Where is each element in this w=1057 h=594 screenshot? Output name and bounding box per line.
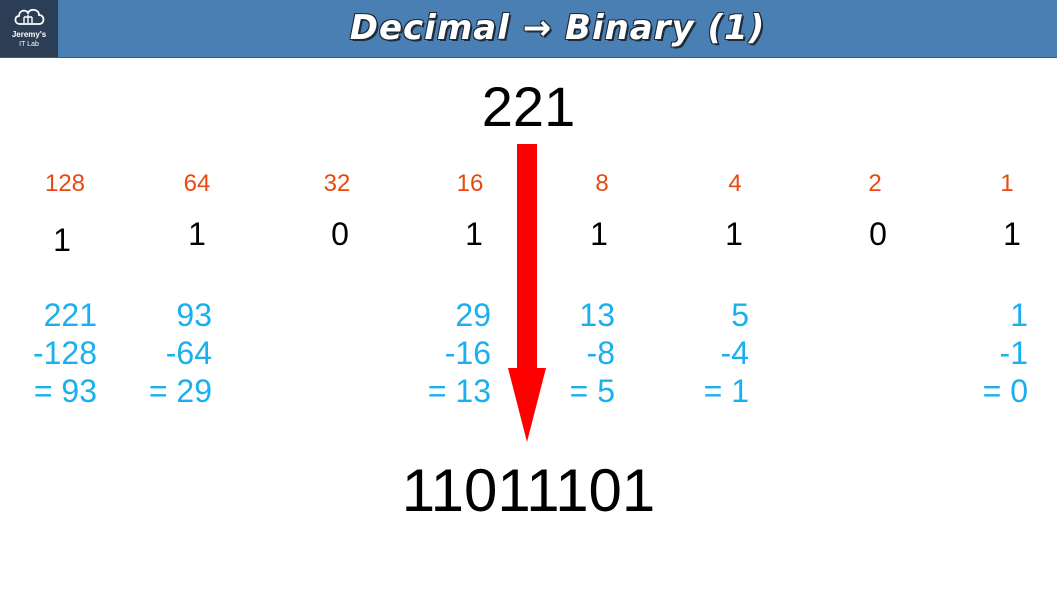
calc-value: 29 — [455, 297, 491, 333]
calc-result: = 5 — [569, 373, 615, 409]
calc-value: 221 — [43, 297, 97, 333]
calc-result: = 0 — [982, 373, 1028, 409]
bit-8: 1 — [590, 216, 608, 252]
place-value-16: 16 — [456, 170, 484, 197]
binary-result: 11011101 — [401, 457, 656, 524]
calc-result: = 13 — [427, 373, 491, 409]
bit-128: 1 — [53, 222, 71, 258]
title-bar: Jeremy's IT Lab Decimal → Binary (1) — [0, 0, 1057, 58]
calc-value: 5 — [731, 297, 749, 333]
calc-subtract: -16 — [444, 335, 491, 371]
place-value-4: 4 — [728, 170, 742, 197]
page-title: Decimal → Binary (1) — [349, 8, 766, 48]
calc-result: = 29 — [148, 373, 212, 409]
decimal-value: 221 — [481, 75, 576, 138]
calc-subtract: -128 — [32, 335, 97, 371]
bit-4: 1 — [725, 216, 743, 252]
calculation-128: 221 -128 = 93 — [0, 296, 97, 410]
calculation-4: 5 -4 = 1 — [629, 296, 749, 410]
calc-subtract: -64 — [165, 335, 212, 371]
calc-value: 1 — [1010, 297, 1028, 333]
logo-line-2: IT Lab — [19, 41, 39, 48]
calculation-1: 1 -1 = 0 — [908, 296, 1028, 410]
calculation-16: 29 -16 = 13 — [371, 296, 491, 410]
bit-2: 0 — [869, 216, 887, 252]
place-value-2: 2 — [868, 170, 882, 197]
down-arrow-icon — [508, 144, 546, 442]
brain-icon — [14, 8, 45, 25]
place-value-128: 128 — [44, 170, 86, 197]
bit-16: 1 — [465, 216, 483, 252]
calculation-8: 13 -8 = 5 — [495, 296, 615, 410]
bit-64: 1 — [188, 216, 206, 252]
place-value-32: 32 — [323, 170, 351, 197]
place-value-8: 8 — [595, 170, 609, 197]
bit-1: 1 — [1003, 216, 1021, 252]
place-value-1: 1 — [1000, 170, 1014, 197]
logo-line-1: Jeremy's — [11, 30, 47, 39]
logo: Jeremy's IT Lab — [0, 0, 58, 57]
calc-subtract: -4 — [720, 335, 749, 371]
calc-subtract: -8 — [586, 335, 615, 371]
calculation-64: 93 -64 = 29 — [92, 296, 212, 410]
calc-value: 13 — [579, 297, 615, 333]
place-value-64: 64 — [183, 170, 211, 197]
calc-result: = 1 — [703, 373, 749, 409]
calc-value: 93 — [176, 297, 212, 333]
bit-32: 0 — [331, 216, 349, 252]
calc-subtract: -1 — [999, 335, 1028, 371]
calc-result: = 93 — [33, 373, 97, 409]
